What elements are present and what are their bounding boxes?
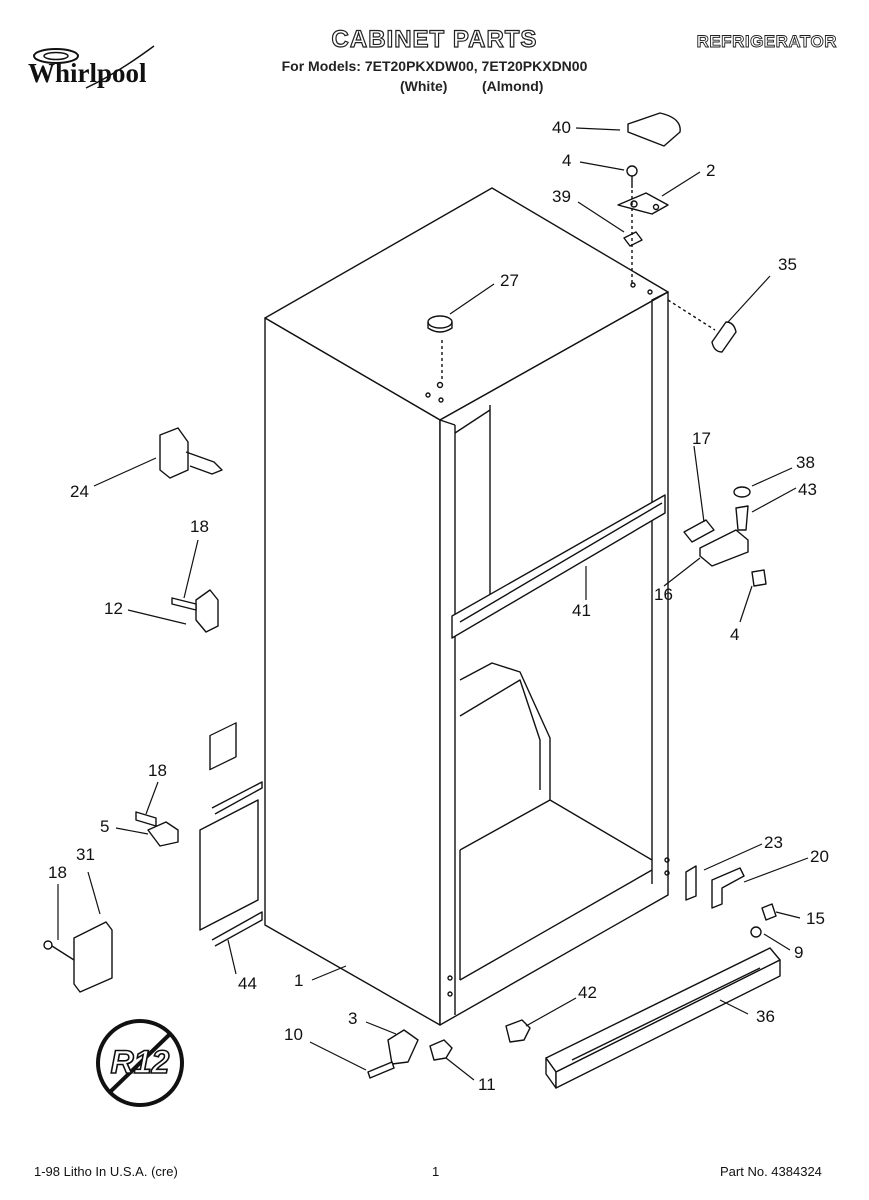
part-top-hinge-cover	[627, 112, 681, 147]
part-bottom-hinge	[685, 865, 777, 938]
callout-23: 23	[764, 833, 783, 852]
callout-41: 41	[572, 601, 591, 620]
callout-1: 1	[294, 971, 304, 990]
callout-24: 24	[70, 482, 89, 501]
footer-part-number: Part No. 4384324	[720, 1164, 822, 1179]
r12-badge-text: R12	[110, 1043, 170, 1081]
callout-36: 36	[756, 1007, 775, 1026]
footer-page-number: 1	[432, 1164, 440, 1179]
callout-43: 43	[798, 480, 817, 499]
part-grille	[545, 947, 781, 1089]
callout-5: 5	[100, 817, 110, 836]
part-42	[505, 1019, 531, 1043]
part-hinge-bushing	[623, 231, 643, 247]
callout-18-middle: 18	[148, 761, 167, 780]
footer-litho: 1-98 Litho In U.S.A. (cre)	[34, 1164, 178, 1179]
variant-white: (White)	[400, 78, 448, 94]
callout-3: 3	[348, 1009, 358, 1028]
part-3-bracket	[367, 1029, 453, 1079]
part-5-bracket	[135, 811, 179, 847]
callout-15: 15	[806, 909, 825, 928]
callout-31: 31	[76, 845, 95, 864]
part-screw-top	[626, 165, 638, 188]
callout-4-right: 4	[730, 625, 740, 644]
cabinet-body	[264, 187, 670, 1026]
callout-20: 20	[810, 847, 829, 866]
callout-17: 17	[692, 429, 711, 448]
part-44-bracket	[199, 722, 263, 947]
part-middle-hinge	[683, 486, 767, 587]
callout-11: 11	[478, 1075, 496, 1094]
callout-18-lower: 18	[48, 863, 67, 882]
part-35	[711, 321, 737, 353]
divider-bar	[451, 494, 666, 639]
logo-swirl-icon	[33, 45, 155, 89]
part-12-bracket	[171, 589, 219, 633]
models-line: For Models: 7ET20PKXDW00, 7ET20PKXDN00	[281, 58, 588, 74]
part-leveling-leg	[159, 427, 223, 479]
callout-10: 10	[284, 1025, 303, 1044]
part-top-hinge	[617, 192, 669, 215]
part-31-cover	[43, 921, 113, 993]
callout-27: 27	[500, 271, 519, 290]
callout-18-upper: 18	[190, 517, 209, 536]
brand-logo: Whirlpool	[26, 44, 176, 94]
appliance-type: REFRIGERATOR	[696, 32, 837, 52]
no-r12-badge-icon	[96, 1019, 184, 1107]
leader-lines	[57, 127, 809, 1081]
callout-9: 9	[794, 943, 804, 962]
variant-almond: (Almond)	[482, 78, 544, 94]
page-title: CABINET PARTS	[331, 25, 538, 53]
callout-12: 12	[104, 599, 123, 618]
callout-39: 39	[552, 187, 571, 206]
callout-44: 44	[238, 974, 257, 993]
callout-2: 2	[706, 161, 716, 180]
callout-40: 40	[552, 118, 571, 137]
callout-42: 42	[578, 983, 597, 1002]
part-hole-plug	[427, 315, 453, 333]
callout-16: 16	[654, 585, 673, 604]
callout-4-top: 4	[562, 151, 572, 170]
brand-wordmark: Whirlpool	[28, 58, 147, 88]
callout-35: 35	[778, 255, 797, 274]
callout-38: 38	[796, 453, 815, 472]
